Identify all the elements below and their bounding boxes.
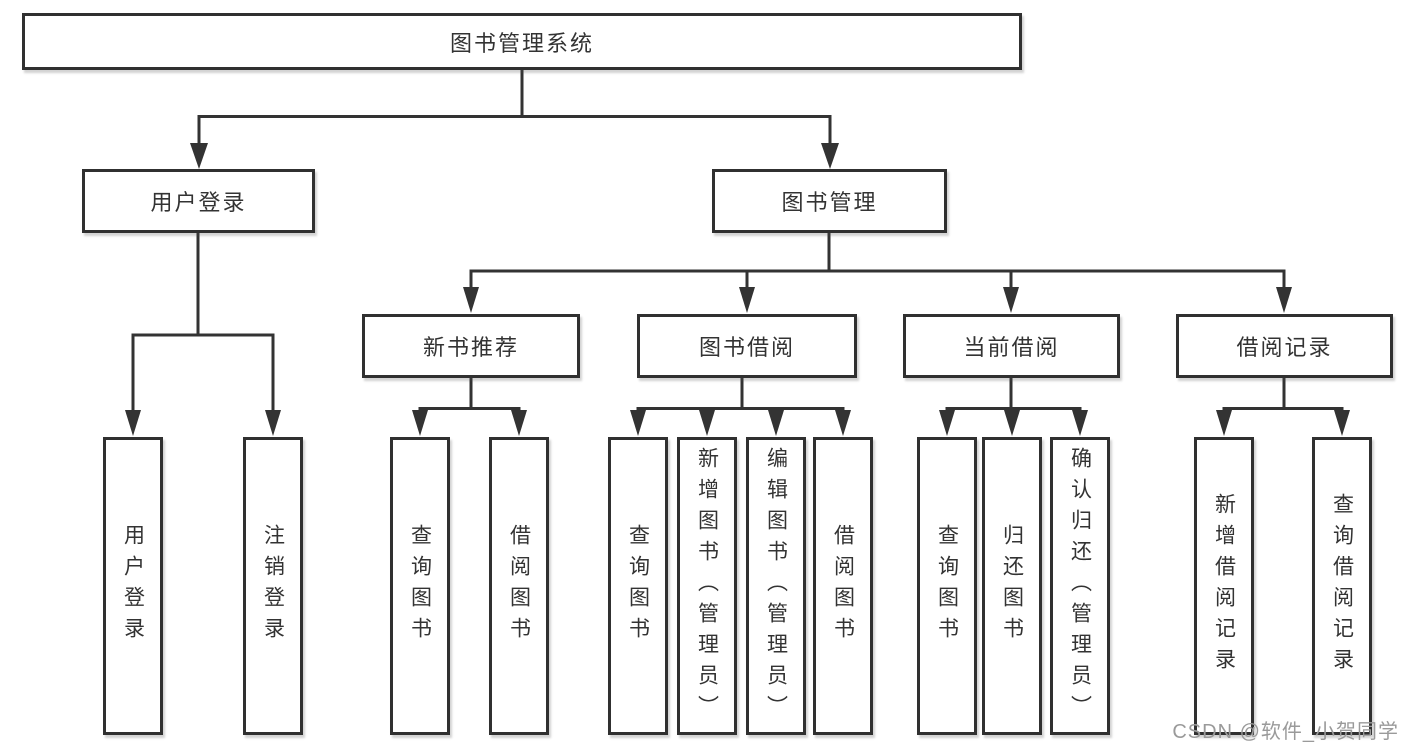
leaf-borrow-books-borrow: 借阅图书 (813, 437, 873, 735)
node-label: 借阅图书 (507, 524, 531, 648)
node-label: 用户登录 (150, 190, 247, 215)
leaf-query-books-borrow: 查询图书 (608, 437, 668, 735)
node-label: 查询图书 (626, 524, 650, 648)
node-label: 查询借阅记录 (1330, 493, 1354, 679)
node-label: 确认归还（管理员） (1068, 446, 1092, 726)
node-borrow-records: 借阅记录 (1176, 314, 1393, 378)
node-new-book-recommend: 新书推荐 (362, 314, 580, 378)
node-label: 用户登录 (121, 524, 145, 648)
node-book-management: 图书管理 (712, 169, 947, 233)
leaf-user-login: 用户登录 (103, 437, 163, 735)
node-label: 新增借阅记录 (1212, 493, 1236, 679)
csdn-watermark: CSDN @软件_小贺同学 (1172, 721, 1399, 743)
node-label: 注销登录 (261, 524, 285, 648)
node-label: 查询图书 (935, 524, 959, 648)
node-label: 新增图书（管理员） (695, 446, 719, 726)
leaf-logout: 注销登录 (243, 437, 303, 735)
leaf-add-book-admin: 新增图书（管理员） (677, 437, 737, 735)
node-book-borrow: 图书借阅 (637, 314, 857, 378)
node-label: 归还图书 (1000, 524, 1024, 648)
node-book-management-system: 图书管理系统 (22, 13, 1022, 70)
leaf-add-borrow-record: 新增借阅记录 (1194, 437, 1254, 735)
node-label: 当前借阅 (963, 335, 1060, 360)
node-label: 新书推荐 (422, 335, 519, 360)
node-label: 图书管理系统 (449, 30, 594, 56)
node-label: 查询图书 (408, 524, 432, 648)
node-label: 借阅图书 (831, 524, 855, 648)
leaf-borrow-books-recommend: 借阅图书 (489, 437, 549, 735)
leaf-query-borrow-record: 查询借阅记录 (1312, 437, 1372, 735)
leaf-edit-book-admin: 编辑图书（管理员） (746, 437, 806, 735)
node-user-login: 用户登录 (82, 169, 315, 233)
leaf-query-books-recommend: 查询图书 (390, 437, 450, 735)
leaf-return-book: 归还图书 (982, 437, 1042, 735)
node-label: 借阅记录 (1236, 335, 1333, 360)
node-label: 图书管理 (781, 190, 878, 215)
leaf-query-books-current: 查询图书 (917, 437, 977, 735)
leaf-confirm-return-admin: 确认归还（管理员） (1050, 437, 1110, 735)
node-current-borrow: 当前借阅 (903, 314, 1120, 378)
node-label: 编辑图书（管理员） (764, 446, 788, 726)
node-label: 图书借阅 (698, 335, 795, 360)
